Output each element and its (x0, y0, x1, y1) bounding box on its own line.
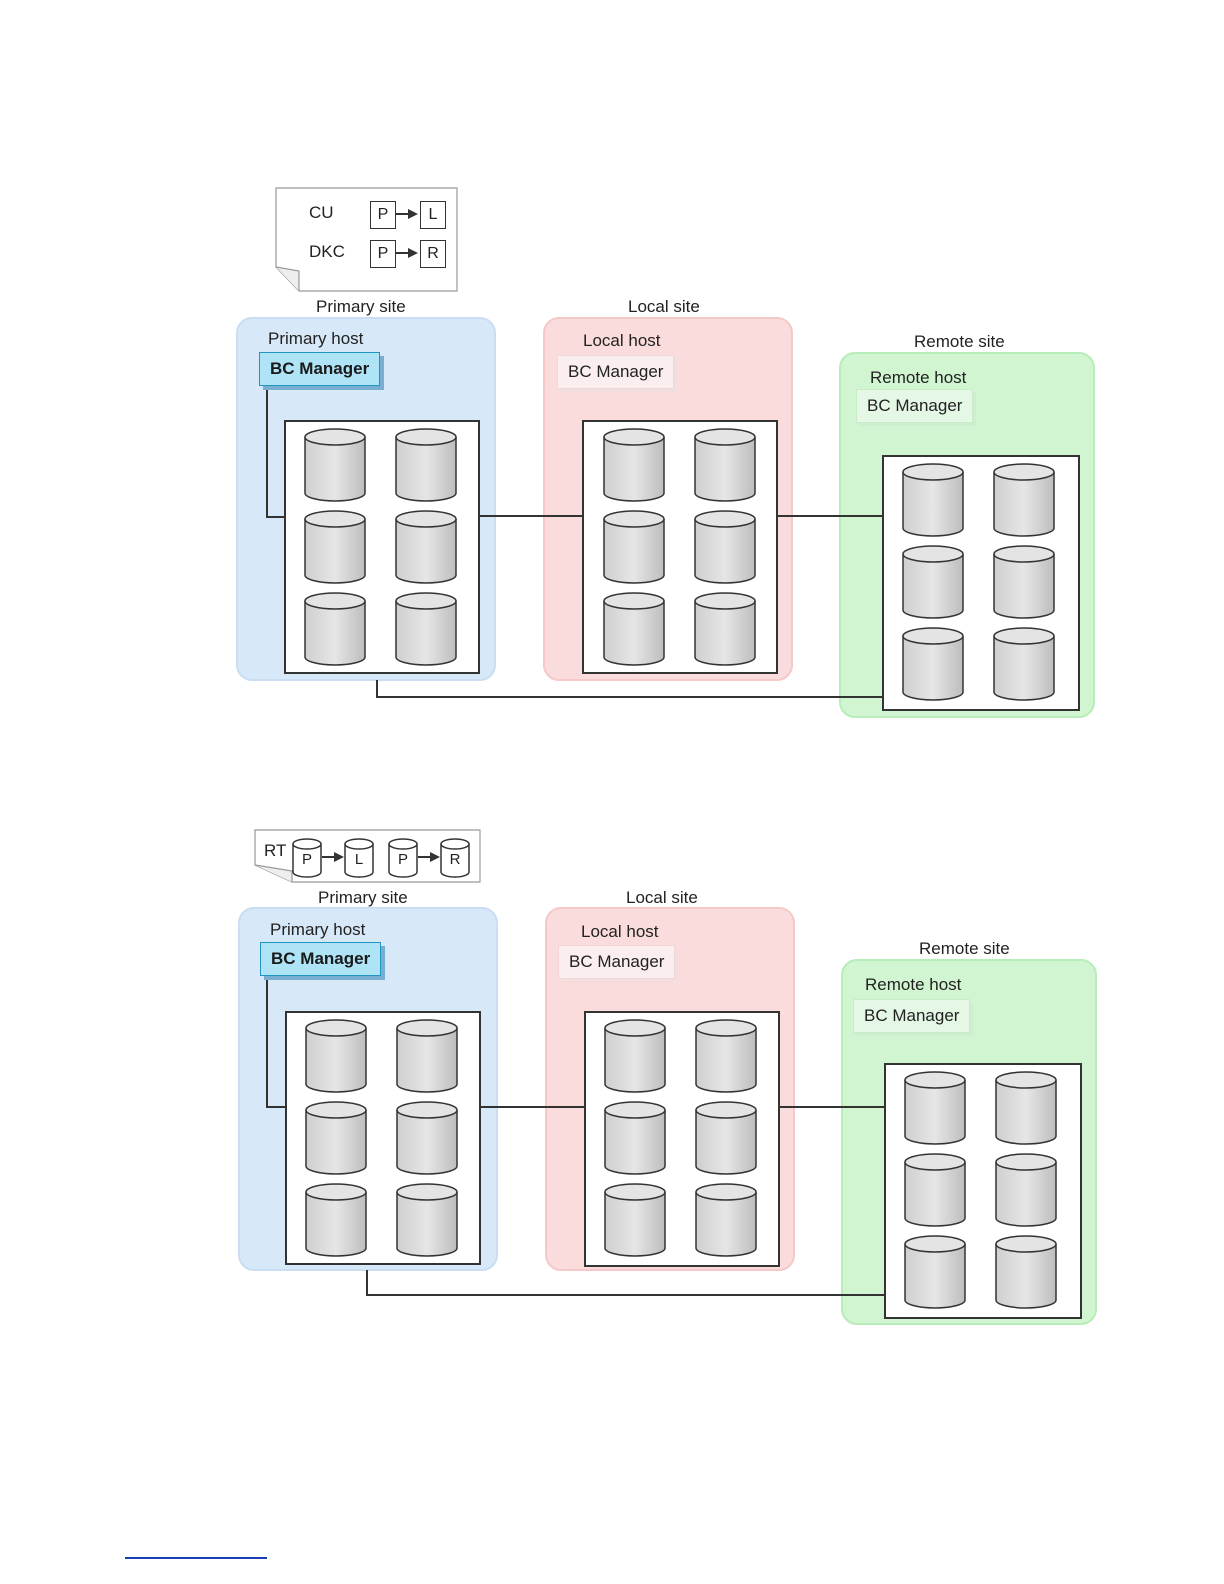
cylinder-volume-icon (305, 1019, 367, 1093)
cylinder-volume-icon (395, 592, 457, 666)
arrow-right-icon (418, 850, 442, 864)
primary-host-label: Primary host (268, 329, 363, 349)
cylinder-volume-icon (902, 627, 964, 701)
bc-manager-primary: BC Manager (259, 352, 380, 386)
bc-manager-remote: BC Manager (856, 389, 973, 423)
cylinder-volume-icon (395, 428, 457, 502)
cylinder-volume-icon (603, 428, 665, 502)
remote-site-title: Remote site (919, 939, 1010, 959)
cylinder-volume-icon (395, 510, 457, 584)
arrow-right-icon (322, 850, 346, 864)
cylinder-volume-icon (904, 1071, 966, 1145)
cylinder-volume-icon (304, 592, 366, 666)
arrow-right-icon (396, 246, 420, 260)
cylinder-volume-icon (695, 1183, 757, 1257)
legend-p-label: P (292, 851, 322, 868)
bc-manager-primary: BC Manager (260, 942, 381, 976)
link-primary-remote (366, 1270, 368, 1296)
host-storage-connector (266, 980, 268, 1108)
link-primary-local (478, 515, 582, 517)
local-site-title: Local site (626, 888, 698, 908)
legend-l-box: L (420, 201, 446, 229)
cylinder-volume-icon (904, 1153, 966, 1227)
cylinder-volume-icon (304, 510, 366, 584)
cylinder-volume-icon (694, 592, 756, 666)
host-storage-connector (266, 1106, 286, 1108)
legend-p-box: P (370, 201, 396, 229)
cylinder-volume-icon (604, 1183, 666, 1257)
host-storage-connector (266, 516, 286, 518)
link-primary-local (479, 1106, 584, 1108)
cylinder-volume-icon (995, 1153, 1057, 1227)
cylinder-volume-icon (603, 592, 665, 666)
cylinder-volume-icon (604, 1101, 666, 1175)
legend-r-label: R (440, 851, 470, 868)
cylinder-volume-icon (695, 1019, 757, 1093)
cylinder-volume-icon (695, 1101, 757, 1175)
cylinder-volume-icon (694, 428, 756, 502)
cylinder-volume-icon (603, 510, 665, 584)
legend-rt-label: RT (264, 841, 286, 861)
remote-host-label: Remote host (865, 975, 961, 995)
primary-site-title: Primary site (318, 888, 408, 908)
remote-site-title: Remote site (914, 332, 1005, 352)
local-host-label: Local host (583, 331, 661, 351)
cylinder-volume-icon (396, 1019, 458, 1093)
cylinder-volume-icon (902, 545, 964, 619)
link-local-remote (776, 515, 882, 517)
legend-cylinder-r: R (440, 838, 470, 878)
legend-dkc-label: DKC (309, 242, 345, 262)
remote-host-label: Remote host (870, 368, 966, 388)
cylinder-volume-icon (904, 1235, 966, 1309)
host-storage-connector (266, 390, 268, 518)
link-primary-remote (376, 696, 882, 698)
cylinder-volume-icon (305, 1183, 367, 1257)
cylinder-volume-icon (993, 463, 1055, 537)
cylinder-volume-icon (396, 1183, 458, 1257)
bc-manager-remote: BC Manager (853, 999, 970, 1033)
legend-l-label: L (344, 851, 374, 868)
primary-site-title: Primary site (316, 297, 406, 317)
arrow-right-icon (396, 207, 420, 221)
cylinder-volume-icon (694, 510, 756, 584)
link-local-remote (778, 1106, 884, 1108)
cylinder-volume-icon (993, 545, 1055, 619)
primary-host-label: Primary host (270, 920, 365, 940)
cylinder-volume-icon (993, 627, 1055, 701)
cylinder-volume-icon (396, 1101, 458, 1175)
local-host-label: Local host (581, 922, 659, 942)
legend-cylinder-p: P (292, 838, 322, 878)
legend-r-box: R (420, 240, 446, 268)
legend-cylinder-l: L (344, 838, 374, 878)
cylinder-volume-icon (902, 463, 964, 537)
cylinder-volume-icon (604, 1019, 666, 1093)
legend-p-label: P (388, 851, 418, 868)
cylinder-volume-icon (304, 428, 366, 502)
bc-manager-local: BC Manager (558, 945, 675, 979)
cylinder-volume-icon (305, 1101, 367, 1175)
link-primary-remote (366, 1294, 884, 1296)
bc-manager-local: BC Manager (557, 355, 674, 389)
local-site-title: Local site (628, 297, 700, 317)
footnote-separator (125, 1557, 267, 1559)
legend-cu-label: CU (309, 203, 334, 223)
legend-p-box: P (370, 240, 396, 268)
legend-cylinder-p: P (388, 838, 418, 878)
cylinder-volume-icon (995, 1071, 1057, 1145)
cylinder-volume-icon (995, 1235, 1057, 1309)
